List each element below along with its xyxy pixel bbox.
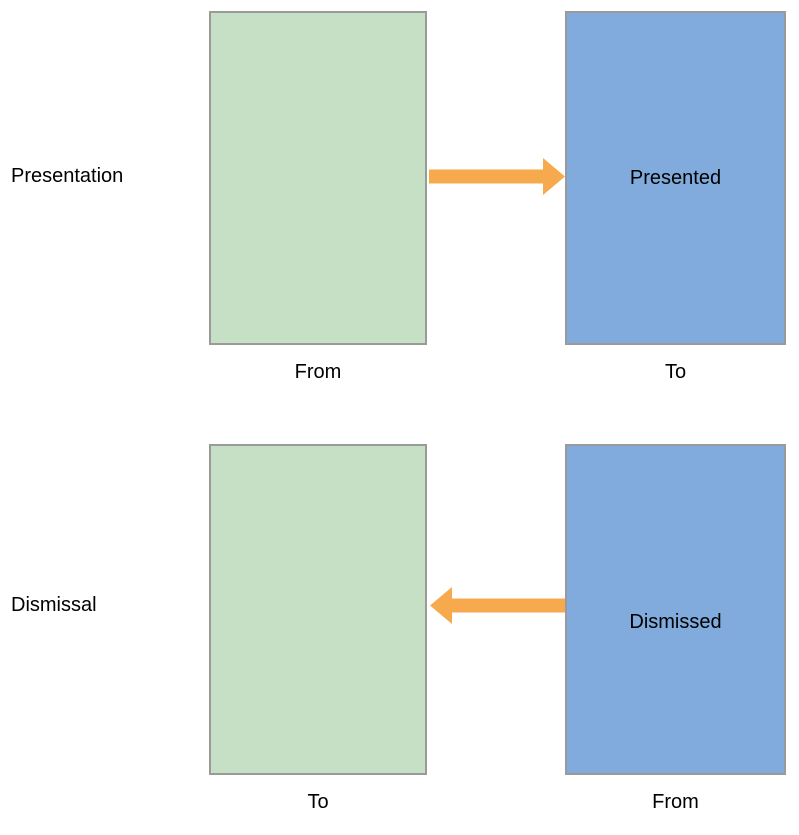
transition-row-dismissal: Dismissal Dismissed To From xyxy=(0,418,799,835)
state-box-label-presentation-to: Presented xyxy=(629,167,722,189)
box-caption-presentation-from: From xyxy=(294,361,342,383)
box-caption-dismissal-from: From xyxy=(652,791,699,813)
box-caption-presentation-to: To xyxy=(664,361,687,383)
state-box-presentation-to[interactable]: Presented xyxy=(565,11,786,345)
state-box-label-dismissal-from: Dismissed xyxy=(629,611,722,633)
arrow-left-icon xyxy=(430,587,566,624)
state-box-presentation-from[interactable] xyxy=(209,11,427,345)
state-box-dismissal-from[interactable]: Dismissed xyxy=(565,444,786,775)
row-caption-presentation: Presentation xyxy=(11,165,124,187)
box-caption-dismissal-to: To xyxy=(307,791,329,813)
arrow-right-icon xyxy=(429,158,565,195)
transition-row-presentation: Presentation Presented From To xyxy=(11,11,786,383)
state-box-dismissal-to[interactable] xyxy=(209,444,427,775)
row-caption-dismissal: Dismissal xyxy=(11,594,97,616)
